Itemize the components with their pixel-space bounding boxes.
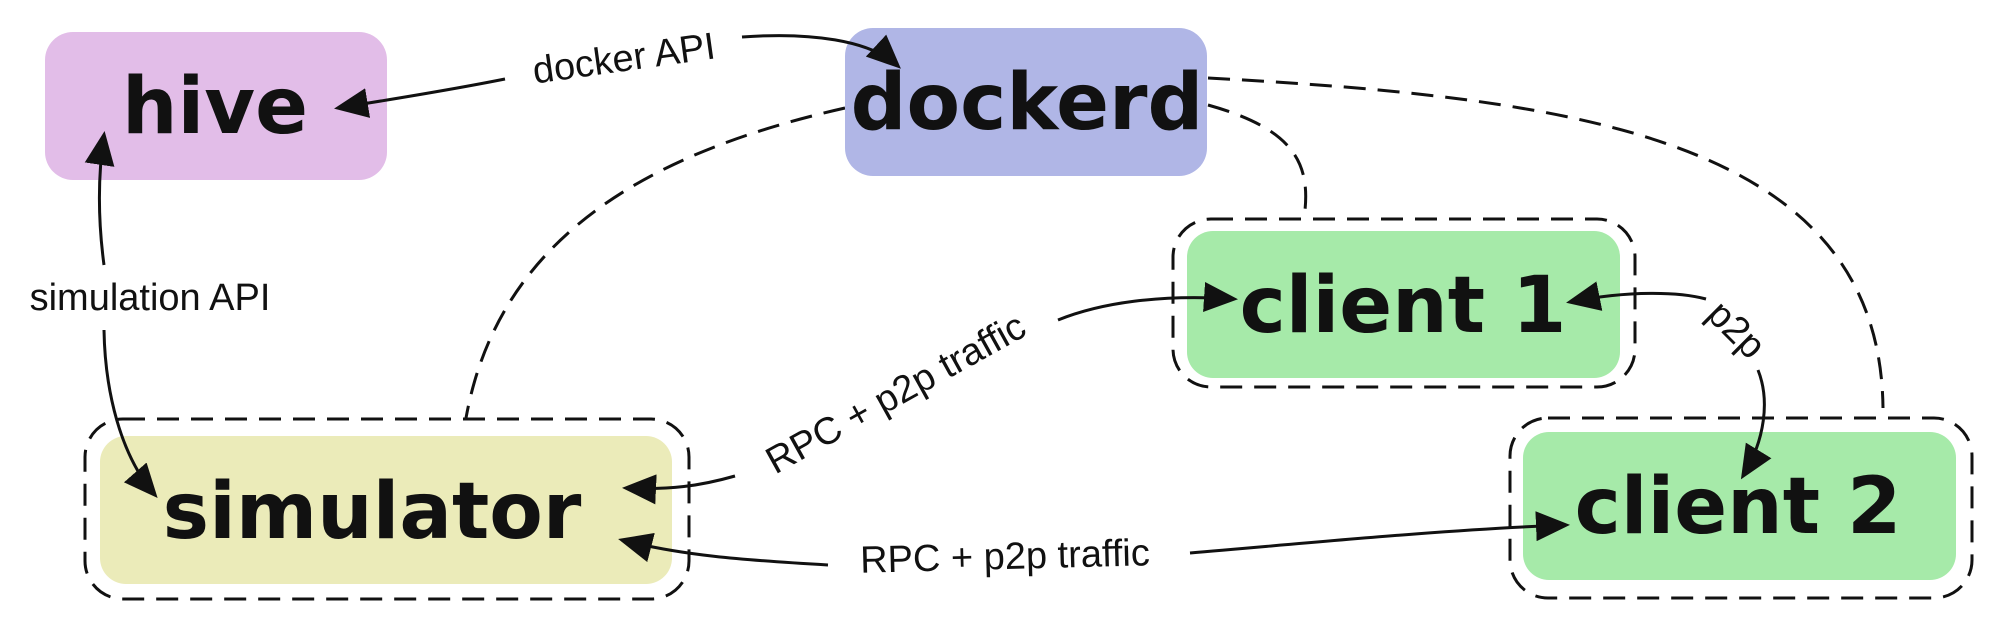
dockerd-simulator-dashed-line — [464, 106, 846, 419]
p2p-arrow-to-client1 — [1566, 281, 1707, 311]
client2-label: client 2 — [1575, 462, 1902, 552]
p2p-arrow-to-client2 — [1740, 369, 1772, 480]
p2p-label: p2p — [1699, 293, 1774, 368]
client1-label: client 1 — [1240, 261, 1567, 351]
dockerd-label: dockerd — [851, 58, 1204, 148]
dockerd-client1-dashed-line — [1207, 103, 1308, 211]
docker-api-arrow-to-dockerd — [741, 34, 901, 69]
dockerd-box — [845, 28, 1207, 176]
client2-container-outline — [1508, 416, 1974, 600]
docker-api-label: docker API — [530, 25, 718, 92]
client1-box — [1187, 231, 1620, 378]
rpc-client1-arrow-to-client1 — [1057, 282, 1238, 322]
simulation-api-arrow-to-simulator — [102, 329, 158, 499]
rpc-client2-arrow-to-client2 — [1189, 511, 1570, 555]
simulation-api-label: simulation API — [30, 277, 271, 319]
rpc-client1-arrow-to-simulator — [622, 474, 736, 505]
rpc-client1-label: RPC + p2p traffic — [759, 305, 1033, 482]
hive-label: hive — [122, 62, 308, 152]
hive-box — [45, 32, 387, 180]
simulation-api-arrow-to-hive — [84, 131, 115, 266]
rpc-client2-label: RPC + p2p traffic — [860, 532, 1151, 582]
client2-box — [1523, 432, 1956, 580]
rpc-client2-arrow-to-simulator — [618, 532, 829, 567]
dockerd-client2-dashed-line — [1207, 76, 1885, 409]
simulator-box — [100, 436, 672, 584]
client1-container-outline — [1171, 217, 1637, 389]
simulator-label: simulator — [163, 467, 582, 557]
docker-api-arrow-to-hive — [334, 77, 506, 118]
